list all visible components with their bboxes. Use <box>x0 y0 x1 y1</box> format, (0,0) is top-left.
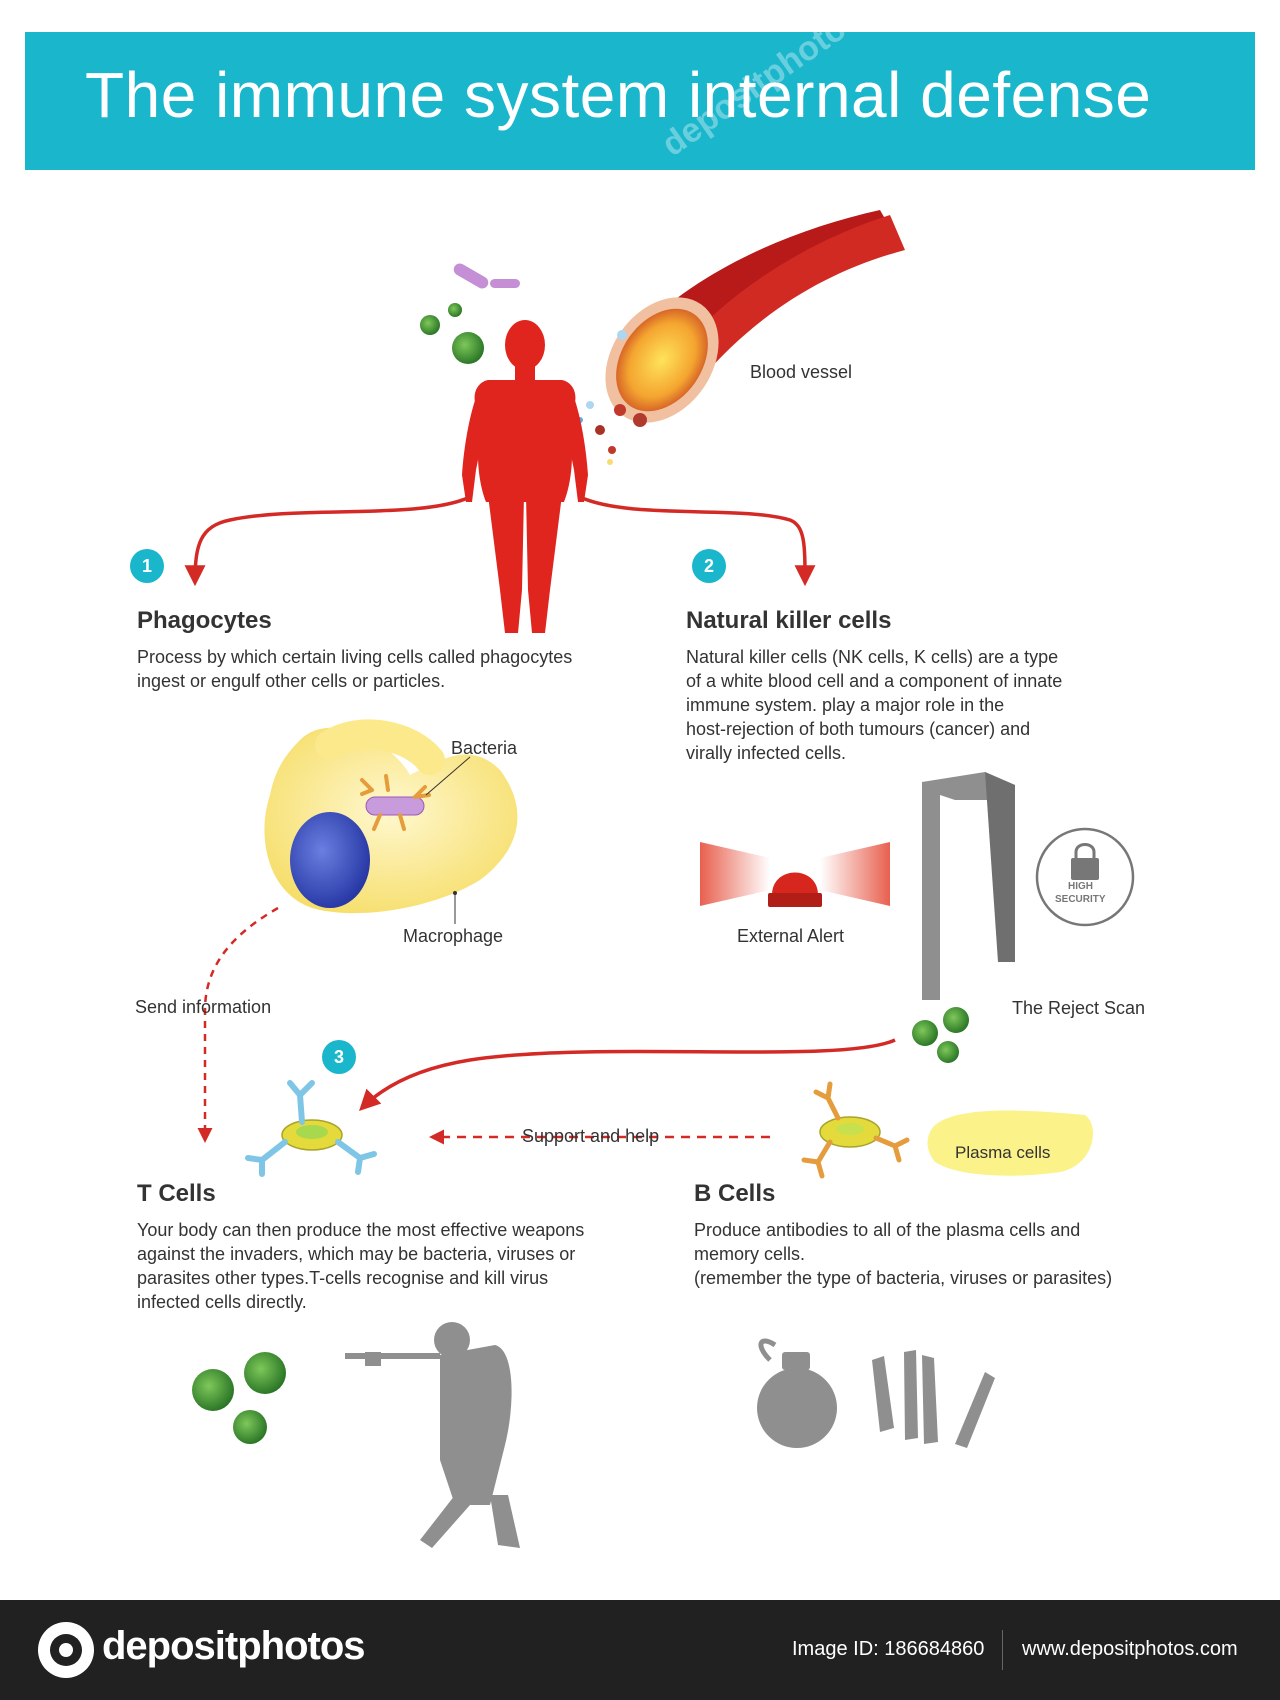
b-cells-description: Produce antibodies to all of the plasma … <box>694 1220 1113 1288</box>
bacteria-label: Bacteria <box>451 738 518 758</box>
support-help-label: Support and help <box>522 1126 660 1146</box>
title-banner: The immune system internal defense depos… <box>25 0 1255 170</box>
reject-scan-arrow <box>359 1038 896 1111</box>
high-security-lock-icon <box>1035 827 1135 927</box>
t-cells-description: Your body can then produce the most effe… <box>137 1220 585 1312</box>
nk-cells-heading: Natural killer cells <box>686 607 892 634</box>
plasma-cells-blob <box>927 1110 1093 1176</box>
footer-divider <box>1002 1630 1003 1670</box>
split-arrows <box>184 495 816 587</box>
virus-cluster-gate <box>912 1007 969 1063</box>
security-gate <box>922 772 1015 1000</box>
blood-vessel-illustration <box>577 210 905 465</box>
t-cell-illustration <box>245 1080 377 1177</box>
step-badge-3: 3 <box>322 1040 356 1074</box>
lock-text-high: HIGH <box>1068 881 1093 892</box>
soldier-silhouette <box>345 1322 520 1548</box>
phagocytes-description: Process by which certain living cells ca… <box>137 647 573 691</box>
macrophage-illustration <box>264 719 518 924</box>
bacteria-rods-illustration <box>453 263 520 289</box>
step-badge-2: 2 <box>692 549 726 583</box>
virus-cluster-bottom <box>192 1352 286 1444</box>
phagocytes-heading: Phagocytes <box>137 607 272 634</box>
blood-vessel-label: Blood vessel <box>750 362 853 382</box>
external-alert-siren <box>700 842 890 907</box>
b-cell-illustration <box>801 1081 910 1179</box>
reject-scan-label: The Reject Scan <box>1012 998 1146 1018</box>
t-cells-heading: T Cells <box>137 1180 216 1207</box>
human-body-figure <box>462 320 588 633</box>
macrophage-label: Macrophage <box>403 926 504 946</box>
bullets-silhouette <box>872 1350 995 1448</box>
lock-text-security: SECURITY <box>1055 894 1106 905</box>
grenade-silhouette <box>757 1338 837 1448</box>
send-information-label: Send information <box>135 997 272 1017</box>
footer-bar: depositphotos Image ID: 186684860 www.de… <box>0 1600 1280 1700</box>
virus-cluster-top <box>420 303 484 364</box>
depositphotos-logo-icon <box>38 1622 94 1678</box>
external-alert-label: External Alert <box>737 926 845 946</box>
nk-cells-description: Natural killer cells (NK cells, K cells)… <box>686 647 1063 763</box>
send-information-arrow <box>197 906 279 1143</box>
footer-image-id: Image ID: 186684860 <box>792 1638 985 1660</box>
b-cells-heading: B Cells <box>694 1180 776 1207</box>
footer-brand: depositphotos <box>102 1624 366 1668</box>
step-badge-1: 1 <box>130 549 164 583</box>
footer-website-link[interactable]: www.depositphotos.com <box>1022 1638 1238 1660</box>
immune-diagram-art <box>184 210 1135 1548</box>
plasma-cells-label: Plasma cells <box>955 1143 1051 1162</box>
page-title: The immune system internal defense <box>85 59 1152 131</box>
